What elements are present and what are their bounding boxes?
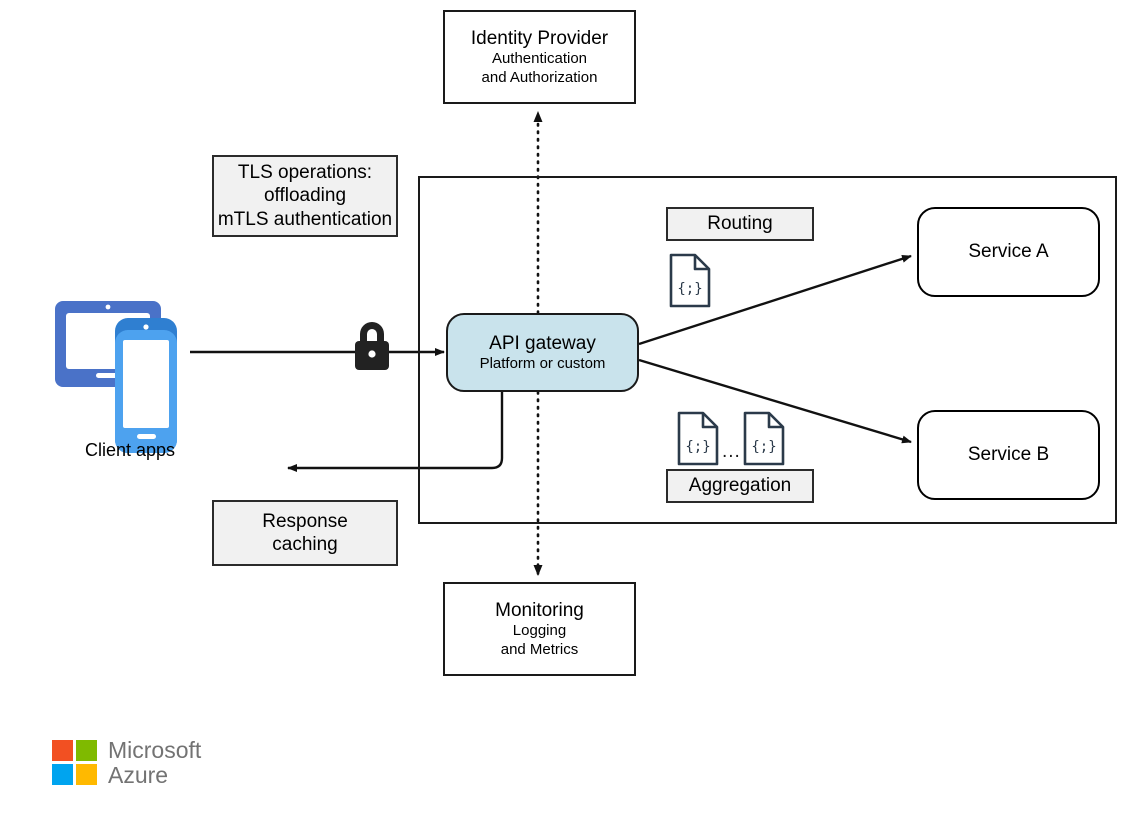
routing-label: Routing	[707, 213, 773, 235]
lock-icon	[355, 322, 389, 370]
tls-line-1: TLS operations:	[237, 162, 373, 184]
identity-provider-subtitle-1: Authentication	[491, 50, 588, 68]
tls-line-2: offloading	[263, 185, 347, 207]
identity-provider-node[interactable]: Identity Provider Authentication and Aut…	[443, 10, 636, 104]
tls-operations-node[interactable]: TLS operations: offloading mTLS authenti…	[212, 155, 398, 237]
tls-line-3: mTLS authentication	[217, 208, 393, 230]
service-a-node[interactable]: Service A	[917, 207, 1100, 297]
logo-square-blue	[52, 764, 73, 786]
microsoft-logo-icon	[52, 740, 97, 786]
routing-node[interactable]: Routing	[666, 207, 814, 241]
api-gateway-title: API gateway	[489, 332, 596, 354]
response-caching-line-1: Response	[262, 510, 348, 532]
service-b-node[interactable]: Service B	[917, 410, 1100, 500]
logo-square-red	[52, 740, 73, 762]
monitoring-subtitle-2: and Metrics	[500, 640, 579, 658]
monitoring-title: Monitoring	[495, 600, 584, 622]
logo-product-text: Azure	[108, 761, 169, 788]
devices-icon	[55, 301, 177, 453]
response-caching-node[interactable]: Response caching	[212, 500, 398, 566]
aggregation-node[interactable]: Aggregation	[666, 469, 814, 503]
api-gateway-node[interactable]: API gateway Platform or custom	[446, 313, 639, 392]
response-caching-line-2: caching	[272, 534, 338, 555]
aggregation-label: Aggregation	[688, 475, 792, 497]
aggregation-ellipsis: ...	[722, 441, 741, 462]
logo-square-green	[76, 740, 97, 762]
services-container	[418, 176, 1117, 524]
microsoft-azure-logo: Microsoft Azure	[52, 738, 201, 788]
service-b-label: Service B	[967, 444, 1050, 466]
identity-provider-title: Identity Provider	[470, 28, 609, 50]
service-a-label: Service A	[968, 241, 1049, 263]
logo-square-yellow	[76, 764, 97, 786]
monitoring-subtitle-1: Logging	[512, 622, 567, 640]
client-apps-label: Client apps	[84, 440, 176, 460]
api-gateway-subtitle: Platform or custom	[479, 354, 606, 372]
identity-provider-subtitle-2: and Authorization	[481, 68, 598, 86]
logo-brand-text: Microsoft	[108, 737, 202, 763]
monitoring-node[interactable]: Monitoring Logging and Metrics	[443, 582, 636, 676]
